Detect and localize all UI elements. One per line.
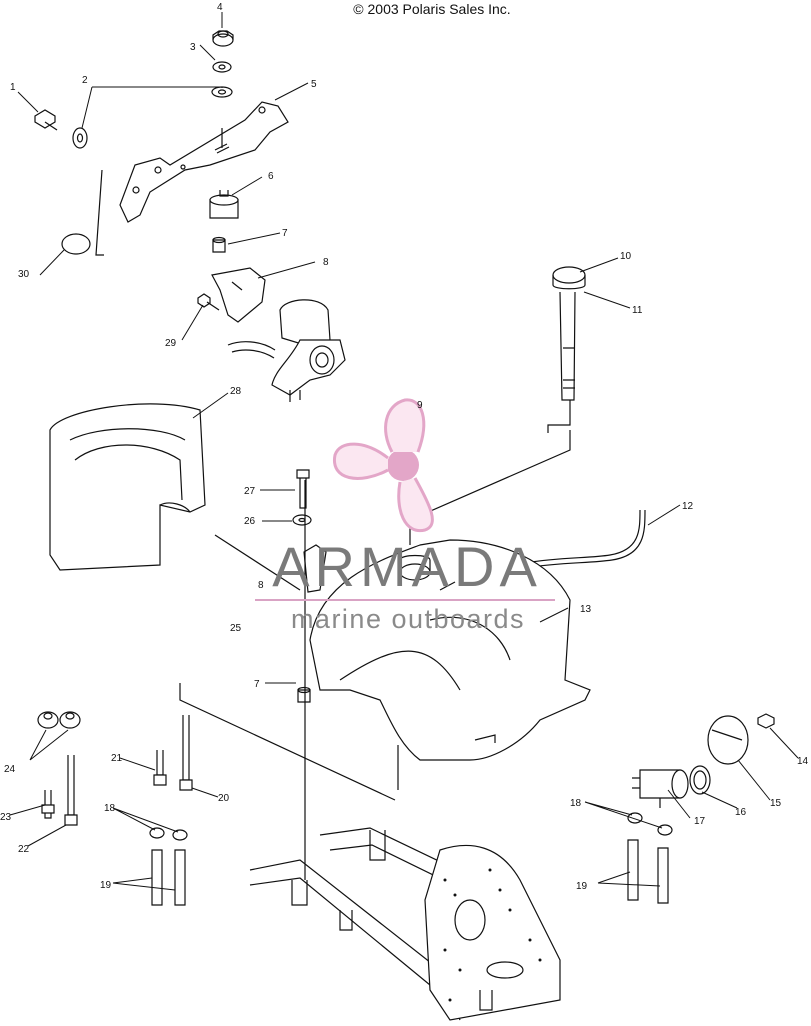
callout-10: 10 xyxy=(620,251,632,262)
bolt-part-27 xyxy=(296,469,310,509)
bolt-part-1 xyxy=(34,109,58,131)
callout-labels: 4 3 2 1 5 6 7 8 30 29 10 11 28 9 27 26 1… xyxy=(0,2,809,892)
plate-part-8 xyxy=(211,267,266,323)
foam-pad-part-28 xyxy=(49,403,206,571)
callout-5: 5 xyxy=(311,79,317,90)
fuel-pump-part-17 xyxy=(632,769,689,808)
callout-29: 29 xyxy=(165,338,177,349)
callout-19-right: 19 xyxy=(576,881,588,892)
callout-12: 12 xyxy=(682,501,694,512)
washer-part-3 xyxy=(212,61,232,73)
stud-part-21 xyxy=(153,750,167,786)
clip-part-8 xyxy=(303,544,327,593)
cap-part-18-left xyxy=(149,827,188,841)
callout-24: 24 xyxy=(4,764,16,775)
mount-line xyxy=(95,169,104,256)
stud-part-22 xyxy=(64,755,78,826)
callout-leaders xyxy=(9,12,799,891)
watermark-divider xyxy=(255,599,555,601)
bracket-part-5 xyxy=(119,101,289,223)
callout-13: 13 xyxy=(580,604,592,615)
callout-22: 22 xyxy=(18,844,30,855)
callout-3: 3 xyxy=(190,42,196,53)
callout-8: 8 xyxy=(323,257,329,268)
spacer-part-7-lower xyxy=(297,686,311,703)
callout-19-left: 19 xyxy=(100,880,112,891)
callout-16: 16 xyxy=(735,807,747,818)
grommet-part-24 xyxy=(37,711,81,729)
callout-18-left: 18 xyxy=(104,803,116,814)
callout-30: 30 xyxy=(18,269,30,280)
post-part-19-left xyxy=(151,849,186,906)
plate-part-15 xyxy=(707,715,749,765)
armada-logo-icon xyxy=(333,398,434,533)
callout-25: 25 xyxy=(230,623,242,634)
callout-6: 6 xyxy=(268,171,274,182)
stud-part-20 xyxy=(179,715,193,791)
damper-part-6 xyxy=(209,190,239,219)
carburetor xyxy=(227,299,346,402)
callout-8-lower: 8 xyxy=(258,580,264,591)
nut-part-4 xyxy=(212,30,234,47)
callout-11: 11 xyxy=(632,305,643,316)
spacer-part-7 xyxy=(212,236,226,253)
callout-7: 7 xyxy=(282,228,288,239)
callout-2: 2 xyxy=(82,75,88,86)
callout-15: 15 xyxy=(770,798,782,809)
post-part-19-right xyxy=(627,839,669,904)
fuel-gauge-part-11 xyxy=(547,266,586,433)
callout-17: 17 xyxy=(694,816,706,827)
callout-28: 28 xyxy=(230,386,242,397)
callout-27: 27 xyxy=(244,486,256,497)
bolt-part-14 xyxy=(757,713,775,729)
callout-23: 23 xyxy=(0,812,12,823)
callout-4: 4 xyxy=(217,2,223,13)
watermark-tagline: marine outboards xyxy=(290,604,526,634)
callout-26: 26 xyxy=(244,516,256,527)
stud-part-23 xyxy=(41,790,55,819)
plug-part-30 xyxy=(61,233,91,255)
callout-7-lower: 7 xyxy=(254,679,260,690)
callout-14: 14 xyxy=(797,756,809,767)
callout-20: 20 xyxy=(218,793,230,804)
screw-part-29 xyxy=(197,293,220,311)
washer-part-2 xyxy=(72,86,233,149)
ring-part-16 xyxy=(689,765,711,795)
fuel-tank-part-13 xyxy=(309,539,591,761)
callout-1: 1 xyxy=(10,82,16,93)
copyright-text: © 2003 Polaris Sales Inc. xyxy=(353,1,511,17)
callout-9: 9 xyxy=(417,400,423,411)
watermark-brand: ARMADA xyxy=(272,535,542,598)
washer-part-26 xyxy=(292,514,312,526)
vehicle-frame xyxy=(249,827,561,1021)
callout-18-right: 18 xyxy=(570,798,582,809)
callout-21: 21 xyxy=(111,753,123,764)
